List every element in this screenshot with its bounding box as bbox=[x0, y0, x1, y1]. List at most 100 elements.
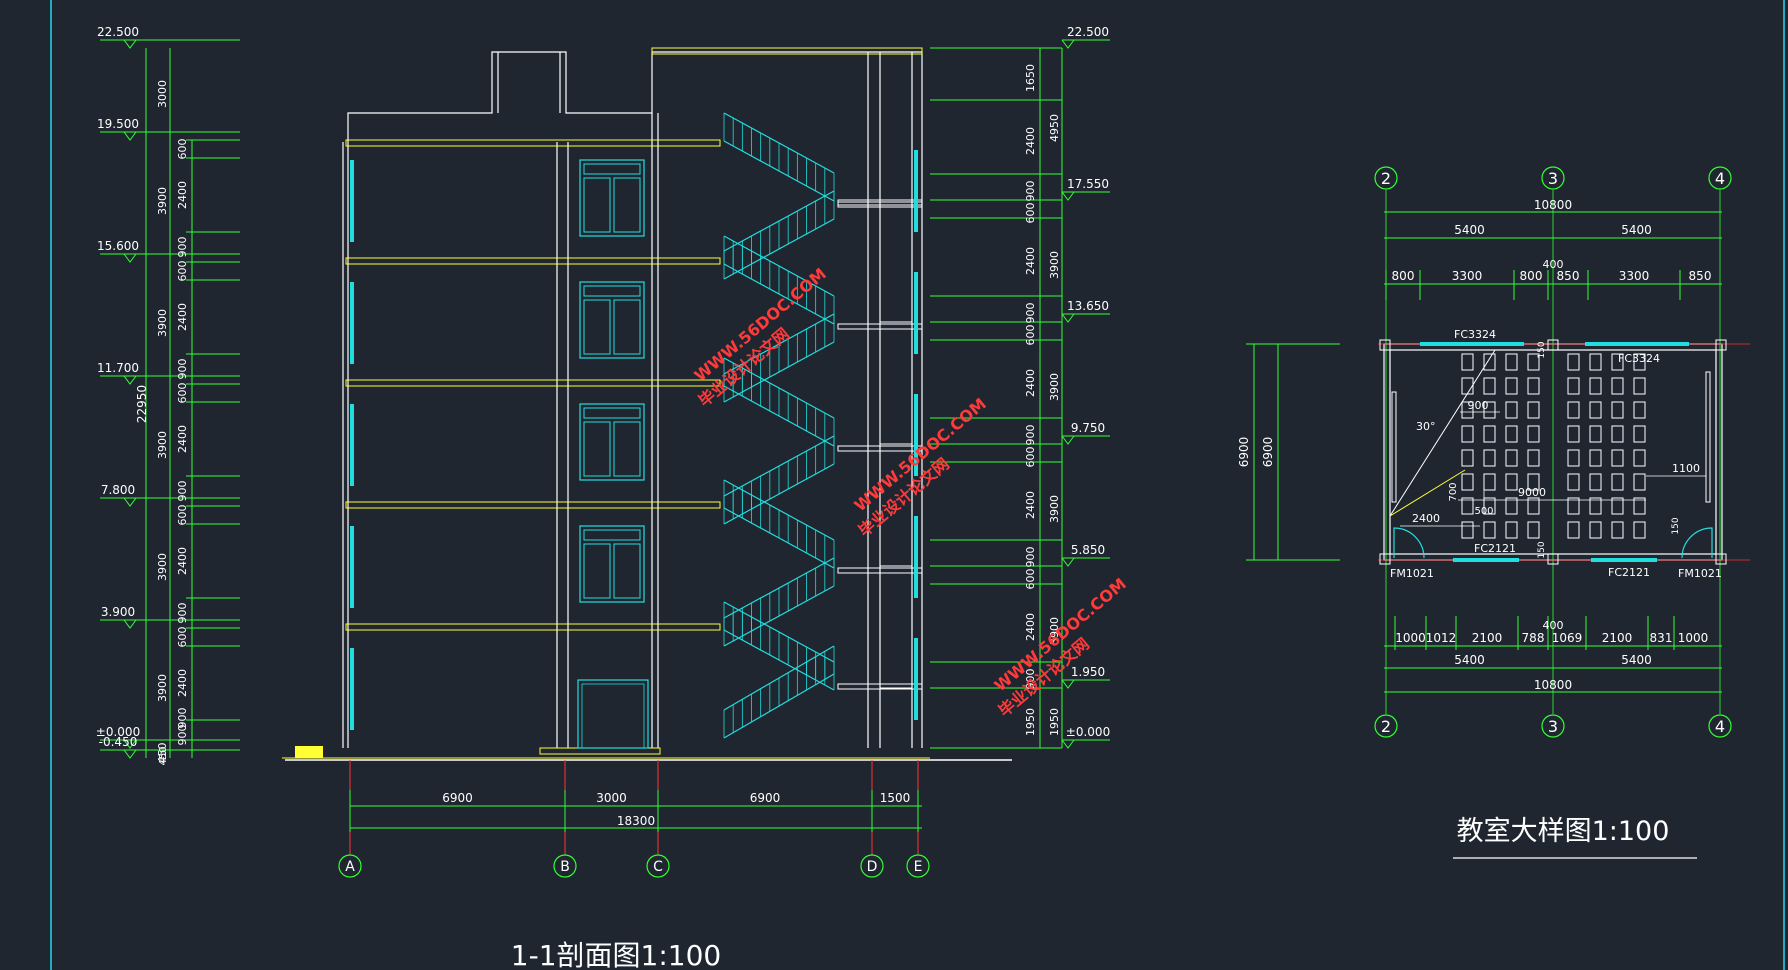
facade-strip-right bbox=[914, 272, 918, 354]
dim-2400: 2400 bbox=[1412, 512, 1440, 525]
desk bbox=[1633, 473, 1646, 491]
desk bbox=[1505, 425, 1518, 443]
desk bbox=[1611, 521, 1624, 539]
plan-windows bbox=[1420, 342, 1689, 562]
label-fc2121-a: FC2121 bbox=[1474, 542, 1516, 555]
desk bbox=[1611, 353, 1624, 371]
left-inner-dim: 600 bbox=[176, 627, 189, 648]
desk bbox=[1567, 401, 1580, 419]
level-triangle bbox=[1061, 313, 1075, 323]
facade-strip bbox=[350, 526, 354, 608]
level-label: 9.750 bbox=[1071, 421, 1105, 435]
left-inner-dim: 900 bbox=[176, 603, 189, 624]
plan-axis-marker: 2 bbox=[1374, 714, 1398, 738]
right-inner-dim: 600 bbox=[1024, 447, 1037, 468]
desk bbox=[1589, 473, 1602, 491]
roof-parapet bbox=[651, 47, 923, 55]
plan-axis-label: 3 bbox=[1548, 169, 1558, 188]
desk bbox=[1483, 353, 1496, 371]
plan-left-dim-2: 6900 bbox=[1261, 437, 1275, 468]
window-pane-right bbox=[613, 421, 641, 477]
dim-150-a: 150 bbox=[1537, 341, 1547, 358]
right-inner-dim: 2400 bbox=[1024, 613, 1037, 641]
right-inner-dim: 2400 bbox=[1024, 369, 1037, 397]
right-bays bbox=[880, 199, 912, 689]
window-pane-right bbox=[613, 299, 641, 355]
window-frame bbox=[579, 525, 645, 603]
desk bbox=[1505, 521, 1518, 539]
window-transom bbox=[583, 163, 641, 175]
level-triangle bbox=[1061, 739, 1075, 749]
right-level-mark: 1.950 bbox=[1061, 665, 1110, 689]
right-inner-dim: 2400 bbox=[1024, 127, 1037, 155]
angle-30: 30° bbox=[1416, 420, 1436, 433]
dim-150-b: 150 bbox=[1537, 541, 1547, 558]
left-level-mark: 11.700 bbox=[97, 361, 240, 385]
level-triangle bbox=[123, 375, 137, 385]
right-inner-dim: 900 bbox=[1024, 425, 1037, 446]
plan-top-half: 5400 bbox=[1454, 223, 1485, 237]
right-dim-ticks bbox=[930, 47, 1062, 749]
landing-slab bbox=[837, 567, 923, 574]
desk bbox=[1611, 473, 1624, 491]
desk bbox=[1527, 425, 1540, 443]
desk bbox=[1567, 521, 1580, 539]
desk bbox=[1567, 425, 1580, 443]
plan-axis-marker: 2 bbox=[1374, 166, 1398, 190]
desk bbox=[1483, 449, 1496, 467]
floor-slabs bbox=[345, 199, 923, 690]
desk bbox=[1567, 449, 1580, 467]
label-fc2121-b: FC2121 bbox=[1608, 566, 1650, 579]
axis-label: C bbox=[653, 859, 663, 875]
desk bbox=[1589, 497, 1602, 515]
level-label: 13.650 bbox=[1067, 299, 1109, 313]
right-level-mark: 5.850 bbox=[1061, 543, 1110, 567]
left-level-mark: 15.600 bbox=[97, 239, 240, 263]
bottom-dim: 3000 bbox=[596, 791, 627, 805]
level-label: -0.450 bbox=[99, 735, 138, 749]
right-level-mark: 13.650 bbox=[1061, 299, 1110, 323]
left-inner-dim: 900 bbox=[176, 359, 189, 380]
level-label: 19.500 bbox=[97, 117, 139, 131]
plan-bottom-seg: 2100 bbox=[1472, 631, 1503, 645]
left-level-mark: -0.450 bbox=[99, 735, 240, 759]
bottom-dim: 1500 bbox=[880, 791, 911, 805]
dim-700: 700 bbox=[1448, 482, 1459, 501]
level-label: 7.800 bbox=[101, 483, 135, 497]
landing-slab bbox=[837, 323, 923, 330]
window-transom bbox=[583, 407, 641, 419]
desk bbox=[1633, 449, 1646, 467]
desk bbox=[1611, 449, 1624, 467]
left-inner-dim: 600 bbox=[176, 261, 189, 282]
detail-title: 教室大样图1:100 bbox=[1457, 816, 1670, 847]
watermark-line2: WWW.56DOC.COM bbox=[851, 394, 990, 515]
right-inner-dim: 900 bbox=[1024, 669, 1037, 690]
plan-walls bbox=[1378, 343, 1750, 561]
plan-axis-bubble bbox=[1708, 714, 1732, 738]
level-triangle bbox=[1061, 39, 1075, 49]
axis-bubble bbox=[338, 854, 362, 878]
window-pane-right bbox=[613, 177, 641, 233]
right-outer-dim: 3900 bbox=[1048, 373, 1061, 401]
axis-label: D bbox=[867, 859, 878, 875]
right-inner-dim: 600 bbox=[1024, 325, 1037, 346]
facade-strip bbox=[350, 160, 354, 242]
plan-bottom-seg: 2100 bbox=[1602, 631, 1633, 645]
right-dimension-lines bbox=[1039, 48, 1063, 748]
left-inner-dim: 2400 bbox=[176, 547, 189, 575]
plan-doors bbox=[1393, 527, 1713, 559]
plan-axis-marker: 3 bbox=[1541, 714, 1565, 738]
desk bbox=[1567, 497, 1580, 515]
desk bbox=[1589, 449, 1602, 467]
plan-bottom-seg: 831 bbox=[1650, 631, 1673, 645]
stair-flights bbox=[723, 112, 835, 739]
window-frame bbox=[579, 403, 645, 481]
landing-slab bbox=[837, 445, 923, 452]
left-level-mark: 22.500 bbox=[97, 25, 240, 49]
window bbox=[579, 159, 645, 237]
desk bbox=[1567, 377, 1580, 395]
